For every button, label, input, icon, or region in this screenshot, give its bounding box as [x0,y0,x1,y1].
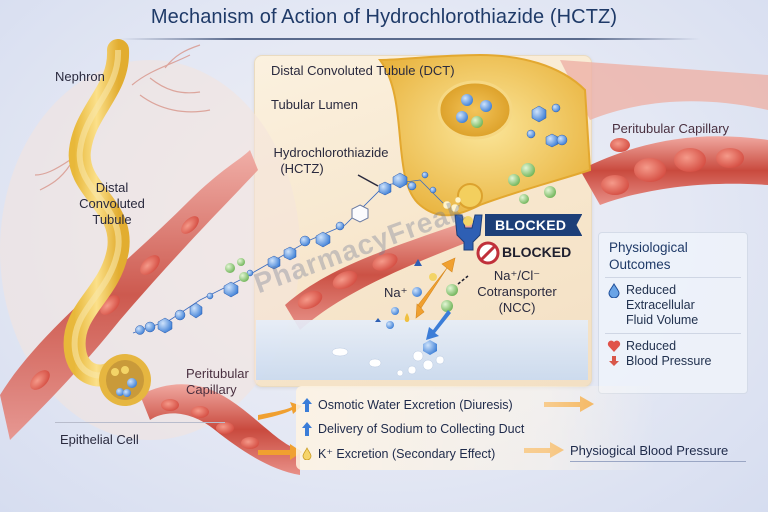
label-na-ion: Na⁺ [384,285,408,300]
label-ncc-line2: Cotransporter [477,284,557,299]
outcome-line: Blood Pressure [626,354,712,368]
outcome-line: Fluid Volume [626,313,699,327]
final-outcome-label: Physiogical Blood Pressure [570,443,729,458]
label-ncc-line1: Na⁺/Cl⁻ [493,268,541,283]
outcomes-divider [605,333,741,334]
effect-item: Delivery of Sodium to Collecting Duct [300,419,524,439]
label-dct-line1: Distal [95,180,129,195]
water-drop-icon [607,283,621,328]
epithelial-divider [55,422,225,423]
label-hctz-line1: Hydrochlorothiazide [273,145,389,160]
effect-text: Osmotic Water Excretion (Diuresis) [318,398,513,412]
label-hctz-line2: (HCTZ) [280,161,324,176]
label-dct-line3: Tubule [92,212,132,227]
outcome-line: Extracellular [626,298,695,312]
label-peritubular-capillary-left: Peritubular Capillary [186,366,249,398]
outcome-item: Reduced Blood Pressure [599,334,747,374]
blocked-banner: BLOCKED [485,214,583,236]
label-tubular-lumen: Tubular Lumen [271,97,358,112]
effect-item: K⁺ Excretion (Secondary Effect) [300,443,524,463]
outcome-line: Reduced [626,283,677,297]
label-hctz: Hydrochlorothiazide (HCTZ) [256,145,406,177]
up-arrow-icon [300,422,314,436]
label-peritubular-line2: Capillary [186,382,237,397]
effects-panel [296,386,656,470]
outcomes-heading: Physiological Outcomes [599,233,747,277]
label-nephron: Nephron [55,69,105,84]
outcome-item: Reduced Extracellular Fluid Volume [599,278,747,333]
effect-text: Delivery of Sodium to Collecting Duct [318,422,525,436]
heart-down-arrow-icon [607,339,621,369]
title-divider [120,38,700,40]
label-dct-left: Distal Convoluted Tubule [66,180,158,228]
final-outcome-underline [570,461,746,462]
label-peritubular-capillary-right: Peritubular Capillary [612,121,730,136]
outcomes-heading-line1: Physiological [609,240,688,255]
effect-item: Osmotic Water Excretion (Diuresis) [300,395,524,415]
outcomes-heading-line2: Outcomes [609,257,671,272]
diagram-title: Mechanism of Action of Hydrochlorothiazi… [150,6,618,28]
effects-list: Osmotic Water Excretion (Diuresis) Deliv… [300,395,524,463]
prohibited-icon [478,243,498,263]
outcomes-divider [605,277,741,278]
label-ncc: Na⁺/Cl⁻ Cotransporter (NCC) [462,268,572,316]
label-peritubular-line1: Peritubular [186,366,249,381]
up-arrow-icon [300,398,314,412]
label-ncc-line3: (NCC) [498,300,536,315]
outcome-line: Reduced [626,339,677,353]
drop-icon [300,446,314,460]
label-epithelial-cell: Epithelial Cell [60,432,139,447]
blocked-label: BLOCKED [502,244,572,260]
physiological-outcomes-panel: Physiological Outcomes Reduced Extracell… [598,232,748,394]
label-dct-panel-title: Distal Convoluted Tubule (DCT) [271,63,455,78]
label-dct-line2: Convoluted [79,196,145,211]
effect-text: K⁺ Excretion (Secondary Effect) [318,446,496,461]
